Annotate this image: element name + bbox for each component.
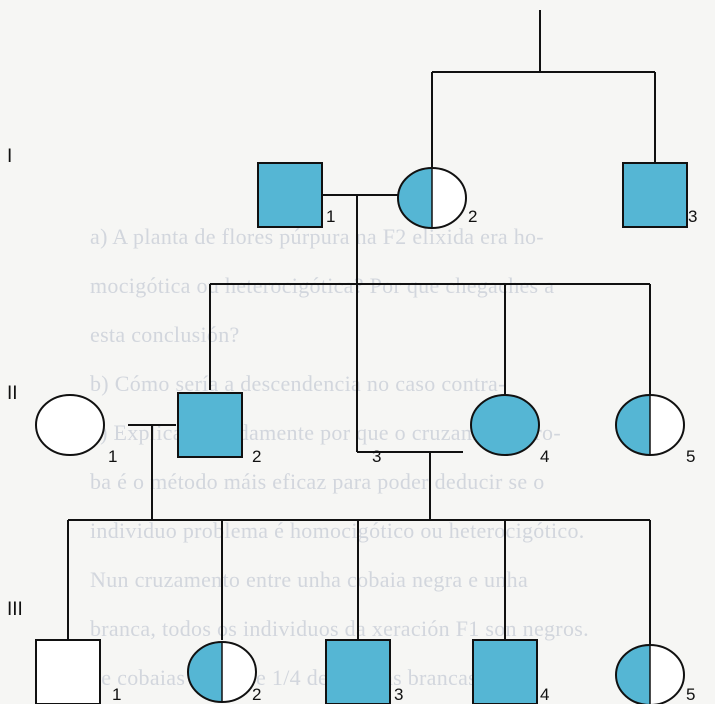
individual-number-II-2: 2	[252, 447, 261, 466]
female-symbol	[36, 395, 104, 455]
individual-II-2	[178, 393, 242, 457]
individual-number-III-5: 5	[686, 685, 695, 704]
pedigree-lines	[68, 10, 655, 645]
male-symbol	[258, 163, 322, 227]
individual-number-I-3: 3	[688, 207, 697, 226]
individual-number-II-3: 3	[372, 447, 381, 466]
individual-III-5	[616, 645, 684, 704]
female-symbol-shaded-half	[616, 645, 650, 704]
individual-number-III-2: 2	[252, 685, 261, 704]
individual-number-III-1: 1	[112, 685, 121, 704]
female-symbol-shaded-half	[188, 642, 222, 702]
generation-label-I: I	[7, 146, 12, 168]
individual-number-I-2: 2	[468, 207, 477, 226]
male-symbol	[178, 393, 242, 457]
individual-II-5	[616, 395, 684, 455]
female-symbol-shaded-half	[398, 168, 432, 228]
individual-number-II-1: 1	[108, 447, 117, 466]
individual-I-3	[623, 163, 687, 227]
individual-number-III-3: 3	[394, 685, 403, 704]
generation-label-III: III	[7, 599, 23, 621]
individual-I-2	[398, 168, 466, 228]
individual-II-4	[471, 395, 539, 455]
male-symbol	[326, 640, 390, 704]
individual-III-4	[473, 640, 537, 704]
individual-III-1	[36, 640, 100, 704]
individual-III-3	[326, 640, 390, 704]
female-symbol-shaded-half	[616, 395, 650, 455]
female-symbol	[471, 395, 539, 455]
male-symbol	[36, 640, 100, 704]
individual-III-2	[188, 642, 256, 702]
generation-label-II: II	[7, 383, 18, 405]
male-symbol	[623, 163, 687, 227]
individual-I-1	[258, 163, 322, 227]
individual-number-I-1: 1	[326, 207, 335, 226]
individual-number-II-4: 4	[540, 447, 549, 466]
individual-number-III-4: 4	[540, 685, 549, 704]
individual-II-1	[36, 395, 104, 455]
individual-number-II-5: 5	[686, 447, 695, 466]
male-symbol	[473, 640, 537, 704]
